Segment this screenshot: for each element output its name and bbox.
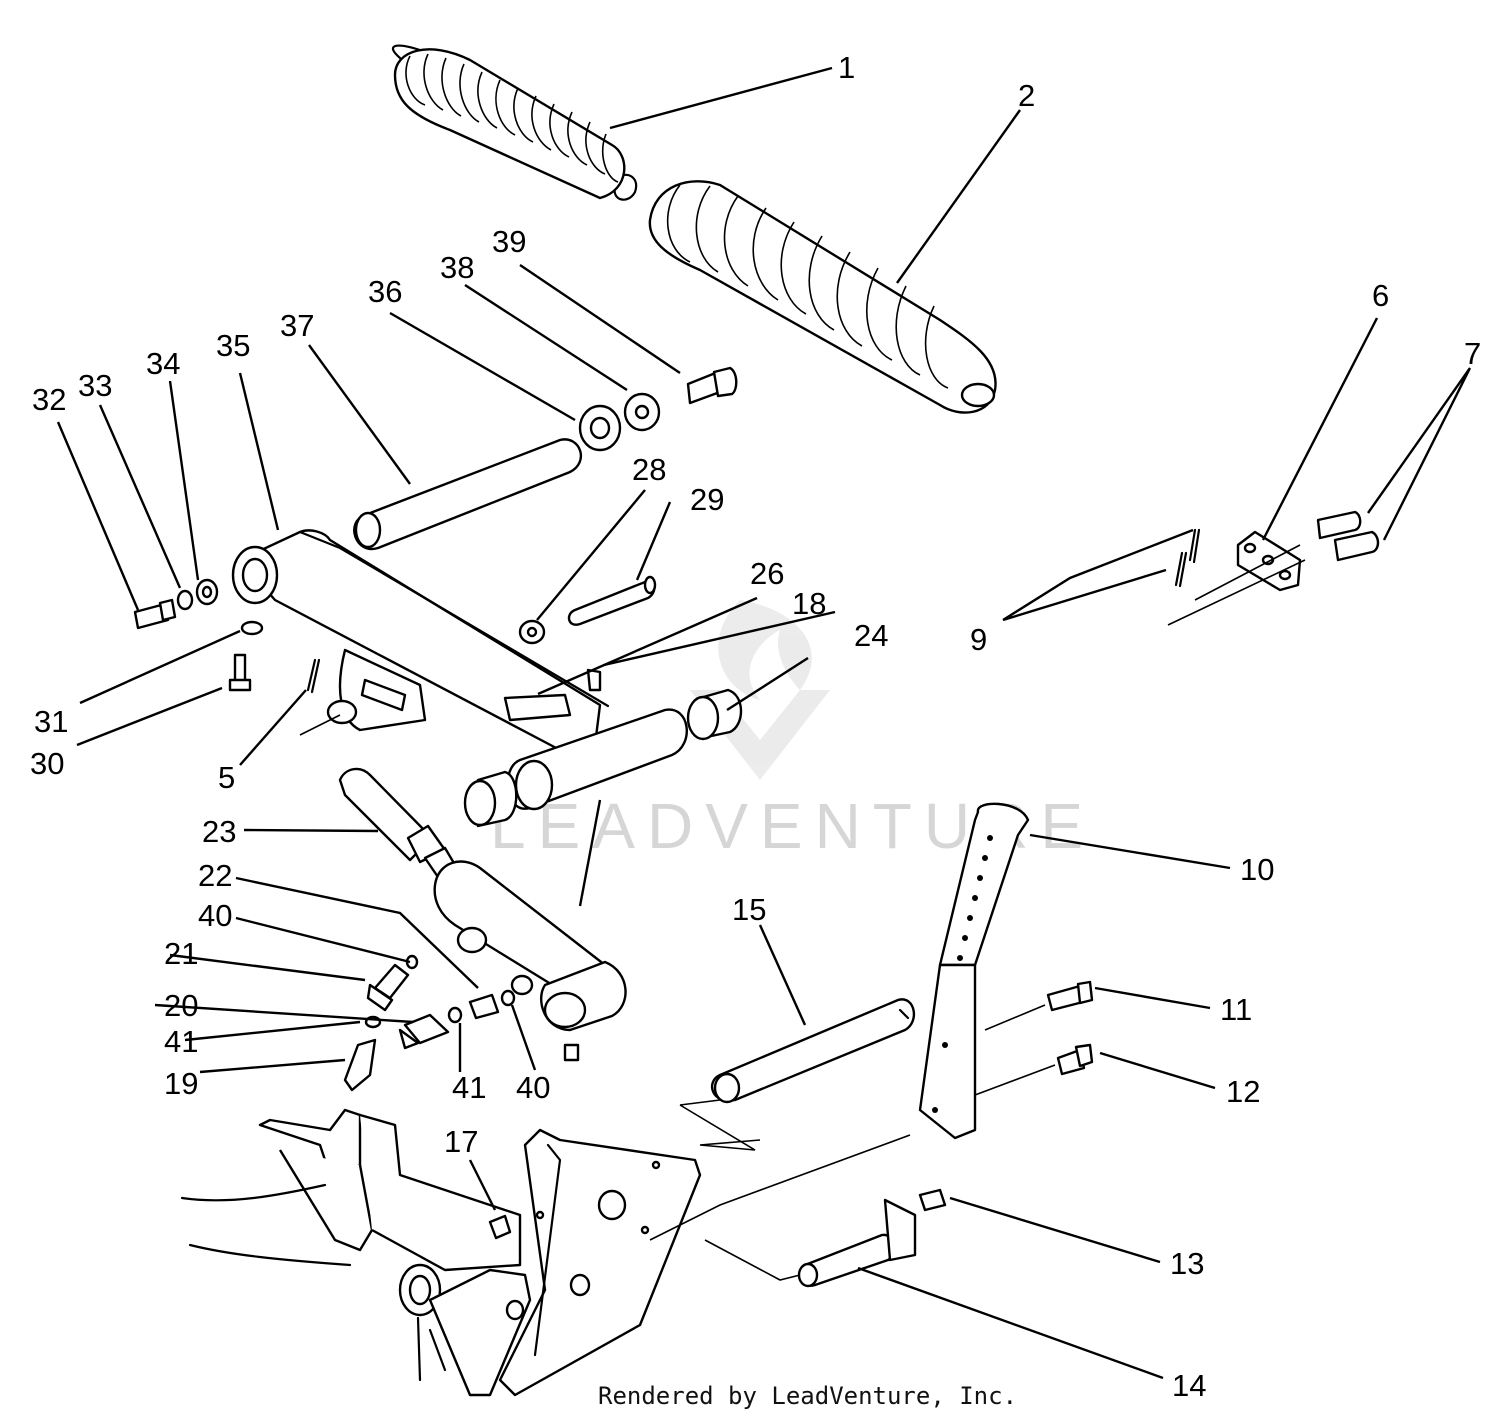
callout-35: 35 bbox=[216, 328, 250, 363]
leader-lines bbox=[56, 66, 1472, 1380]
part-lockwasher bbox=[176, 589, 194, 611]
part-adjustment-bar bbox=[918, 802, 1030, 1140]
callout-38: 38 bbox=[440, 250, 474, 285]
callout-26: 26 bbox=[750, 556, 784, 591]
part-retaining-ring bbox=[240, 620, 264, 636]
callout-18: 18 bbox=[792, 586, 826, 621]
part-cylinder-rod bbox=[338, 767, 460, 882]
credit-line: Rendered by LeadVenture, Inc. bbox=[598, 1382, 1017, 1410]
callout-19: 19 bbox=[164, 1066, 198, 1101]
part-clevis-pins bbox=[1316, 510, 1380, 562]
part-cotter-pin-arm bbox=[299, 658, 358, 736]
callout-12: 12 bbox=[1226, 1074, 1260, 1109]
part-boot bbox=[648, 180, 997, 414]
callout-labels: 1 2 5 6 7 9 10 11 12 13 14 15 17 18 19 2… bbox=[30, 50, 1481, 1403]
callout-28: 28 bbox=[632, 452, 666, 487]
part-bolt-left bbox=[133, 598, 177, 630]
callout-23: 23 bbox=[202, 814, 236, 849]
alignment-lines bbox=[974, 1004, 1056, 1096]
callout-15: 15 bbox=[732, 892, 766, 927]
part-washer-flat bbox=[623, 392, 661, 432]
part-bolt-small bbox=[228, 653, 252, 692]
part-washer-large bbox=[578, 404, 622, 452]
callout-40-lower: 40 bbox=[516, 1070, 550, 1105]
callout-41-lower: 41 bbox=[452, 1070, 486, 1105]
callout-21: 21 bbox=[164, 936, 198, 971]
part-bolt-top bbox=[686, 366, 738, 405]
part-washer-left bbox=[195, 578, 219, 606]
callout-39: 39 bbox=[492, 224, 526, 259]
callout-32: 32 bbox=[32, 382, 66, 417]
part-straight-fitting bbox=[447, 989, 516, 1024]
callout-29: 29 bbox=[690, 482, 724, 517]
callout-41-left: 41 bbox=[164, 1024, 198, 1059]
callout-13: 13 bbox=[1170, 1246, 1204, 1281]
callout-6: 6 bbox=[1372, 278, 1389, 313]
callout-10: 10 bbox=[1240, 852, 1274, 887]
callout-22: 22 bbox=[198, 858, 232, 893]
callout-5: 5 bbox=[218, 760, 235, 795]
part-bolt-13 bbox=[918, 1188, 947, 1212]
part-pin-14 bbox=[797, 1198, 917, 1288]
callout-7: 7 bbox=[1464, 336, 1481, 371]
callout-24: 24 bbox=[854, 618, 888, 653]
callout-36: 36 bbox=[368, 274, 402, 309]
callout-36-37: 37 bbox=[280, 308, 314, 343]
part-cotter-pins bbox=[1167, 528, 1306, 626]
part-hose-fitting bbox=[364, 1013, 450, 1050]
callout-11: 11 bbox=[1220, 992, 1252, 1027]
callout-33: 33 bbox=[78, 368, 112, 403]
callout-31: 31 bbox=[34, 704, 68, 739]
part-elbow-fitting bbox=[366, 954, 419, 1012]
part-hydraulic-cylinder bbox=[433, 860, 627, 1062]
callout-34: 34 bbox=[146, 346, 180, 381]
part-tube bbox=[353, 438, 582, 551]
callout-1: 1 bbox=[838, 50, 855, 85]
part-bolt-11 bbox=[1046, 980, 1094, 1012]
part-washer-small bbox=[518, 619, 546, 645]
part-main-arm bbox=[231, 529, 688, 811]
part-rod bbox=[710, 998, 916, 1104]
callout-9: 9 bbox=[970, 622, 987, 657]
callout-40-upper: 40 bbox=[198, 898, 232, 933]
callout-2: 2 bbox=[1018, 78, 1035, 113]
part-pin bbox=[567, 575, 657, 626]
part-hose bbox=[343, 1038, 377, 1092]
callout-20: 20 bbox=[164, 988, 198, 1023]
part-bolt-12 bbox=[1056, 1043, 1094, 1076]
callout-17: 17 bbox=[444, 1124, 478, 1159]
callout-14: 14 bbox=[1172, 1368, 1206, 1403]
part-bushing-right bbox=[686, 688, 743, 741]
callout-30: 30 bbox=[30, 746, 64, 781]
part-spring bbox=[392, 44, 638, 201]
part-bushing-left bbox=[463, 770, 518, 828]
part-frame bbox=[180, 1099, 911, 1397]
part-grease-fitting bbox=[586, 668, 602, 692]
